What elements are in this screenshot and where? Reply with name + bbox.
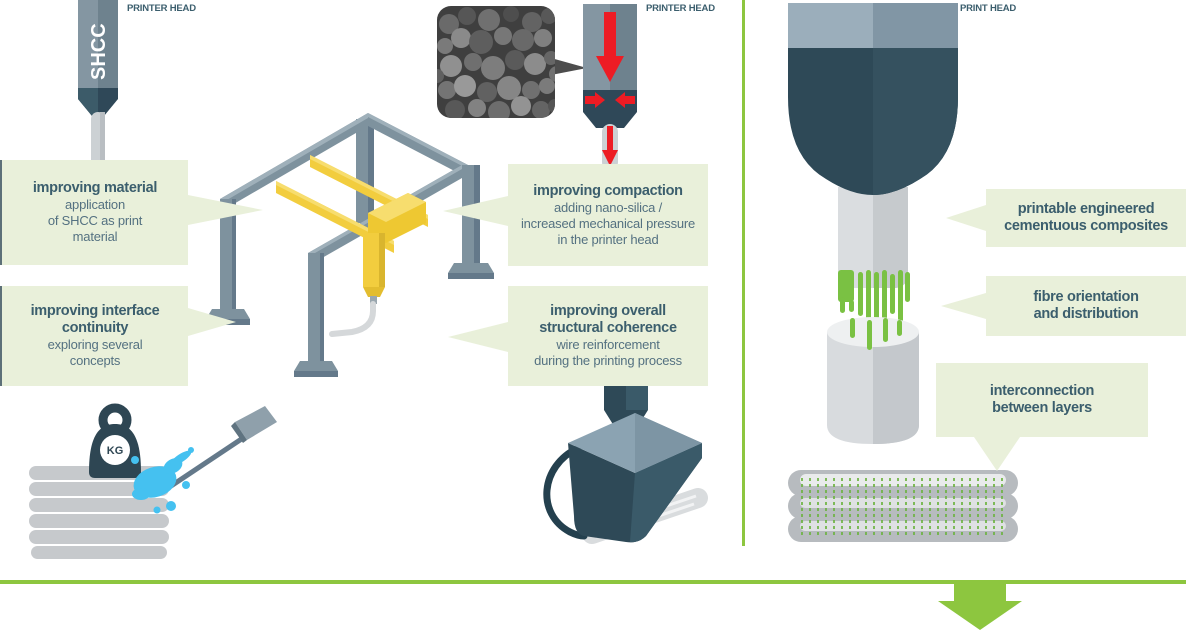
callout-title: improving interface continuity: [30, 303, 160, 336]
print-head-label-right: PRINT HEAD: [960, 3, 1017, 14]
callout-improving-compaction: improving compaction adding nano-silica …: [443, 164, 708, 266]
callout-title: improving material: [32, 180, 158, 196]
callout-body: wire reinforcement during the printing p…: [534, 337, 682, 368]
shcc-printhead-illustration: SHCC: [78, 0, 118, 168]
kg-label: KG: [107, 445, 124, 457]
gantry-printer-illustration: [206, 113, 494, 377]
fibre-tips-icon: [850, 318, 902, 350]
interlayer-fibres-icon: [801, 478, 1003, 538]
callout-title: interconnection between layers: [989, 383, 1095, 416]
callout-structural-coherence: improving overall structural coherence w…: [448, 286, 708, 386]
trowel-icon: [163, 406, 277, 493]
kg-weight-icon: KG: [89, 403, 141, 478]
callout-tail: [443, 196, 508, 226]
callout-title: printable engineered cementuous composit…: [1004, 201, 1168, 234]
callout-body: application of SHCC as print material: [47, 197, 143, 244]
callout-body: exploring several concepts: [47, 337, 143, 368]
sem-nanosilica-image: [437, 6, 587, 118]
down-arrow-icon: [938, 584, 1022, 630]
material-application-illustration: KG: [29, 403, 277, 559]
water-splash-icon: [131, 447, 194, 514]
callout-fibre-orientation: fibre orientation and distribution: [941, 276, 1186, 336]
section-divider-line: [742, 0, 745, 546]
bottom-rule-line: [0, 580, 1186, 584]
callout-printable-composites: printable engineered cementuous composit…: [946, 189, 1186, 247]
red-pressure-arrows: [585, 12, 635, 166]
callout-body: adding nano-silica / increased mechanica…: [520, 199, 696, 247]
layer-stack-fibres-illustration: [788, 470, 1018, 542]
callout-tail: [974, 437, 1020, 471]
callout-title: improving overall structural coherence: [539, 303, 677, 336]
wire-printhead-illustration: [543, 386, 708, 544]
callout-tail: [188, 308, 236, 336]
callout-tail: [188, 195, 263, 225]
callout-tail: [946, 205, 986, 231]
callout-title: improving compaction: [533, 182, 683, 199]
large-printhead-illustration: [788, 3, 958, 444]
printer-head-label-mid: PRINTER HEAD: [646, 3, 715, 14]
shcc-label: SHCC: [88, 23, 110, 80]
printer-head-label-left: PRINTER HEAD: [127, 3, 196, 14]
callout-tail: [448, 322, 508, 352]
callout-interconnection: interconnection between layers: [936, 363, 1148, 471]
callout-improving-interface: improving interface continuity exploring…: [0, 286, 236, 386]
wire-icon: [543, 444, 588, 540]
callout-tail: [941, 293, 986, 319]
callout-improving-material: improving material application of SHCC a…: [0, 160, 263, 265]
compaction-printhead-illustration: [583, 4, 637, 170]
callout-title: fibre orientation and distribution: [1033, 289, 1139, 322]
